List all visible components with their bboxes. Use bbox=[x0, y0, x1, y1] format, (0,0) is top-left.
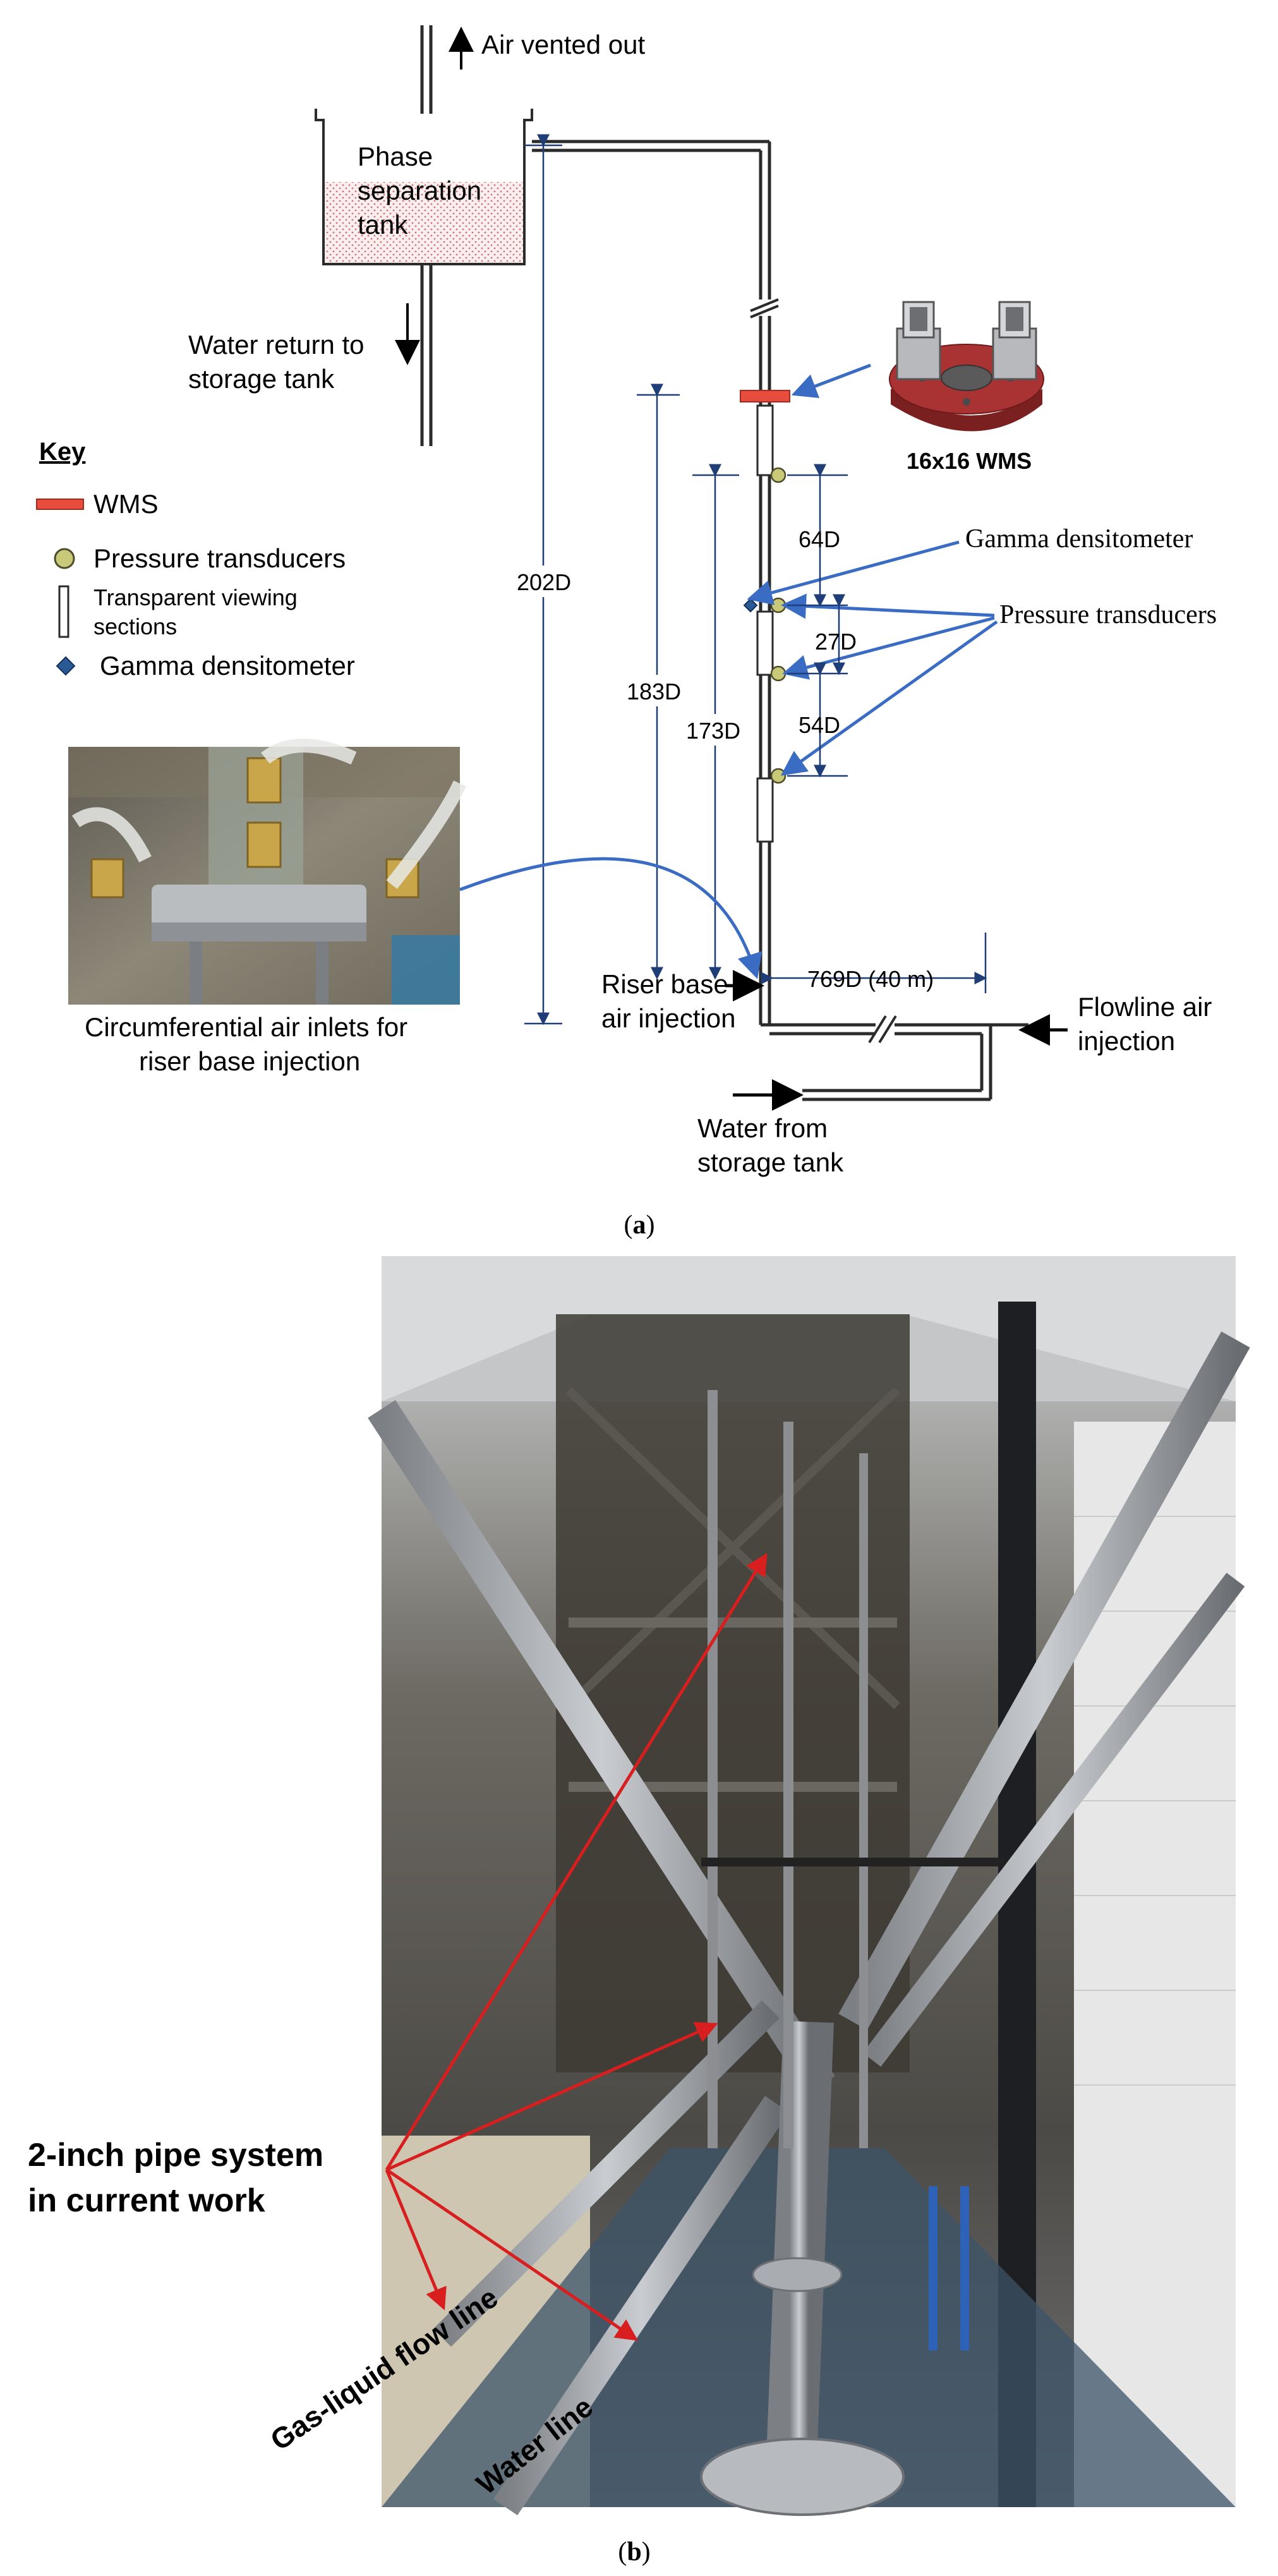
gamma-densitometer-marker bbox=[743, 598, 758, 613]
air-inlets-pointer-arrow bbox=[459, 857, 763, 979]
water-from-label-2: storage tank bbox=[697, 1147, 844, 1177]
caption-a-letter: a bbox=[633, 1211, 646, 1240]
gamma-pointer-arrow bbox=[747, 540, 960, 605]
annotation-arrow-left bbox=[385, 2169, 447, 2311]
tank-label-2: separation bbox=[358, 176, 481, 205]
legend: Key WMS Pressure transducers Transparent… bbox=[36, 438, 355, 680]
riser-injection-label-1: Riser base bbox=[601, 969, 728, 999]
legend-title: Key bbox=[39, 438, 86, 466]
legend-transparent-swatch bbox=[58, 585, 69, 638]
pressure-transducer-1 bbox=[770, 467, 787, 483]
dim-54-label: 54D bbox=[799, 712, 840, 738]
pressure-transducer-2 bbox=[770, 597, 787, 614]
dim-183 bbox=[624, 384, 690, 980]
legend-transparent-label-2: sections bbox=[93, 614, 177, 639]
pipe-system-label-2: in current work bbox=[28, 2182, 265, 2219]
wms-device-illustration bbox=[889, 301, 1044, 432]
dim-202-label: 202D bbox=[517, 569, 571, 595]
air-inlets-photo bbox=[68, 739, 466, 1005]
dim-27-label: 27D bbox=[815, 629, 857, 655]
photo-caption-1: Circumferential air inlets for bbox=[85, 1012, 407, 1042]
flowline-pipe bbox=[761, 1015, 1028, 1101]
water-return-label-1: Water return to bbox=[188, 330, 365, 360]
legend-gamma-label: Gamma densitometer bbox=[100, 651, 355, 680]
diagram-a: Air vented out Phase separation tank Wat… bbox=[36, 25, 1217, 1240]
dim-202 bbox=[514, 134, 575, 1025]
pipe-system-label-1: 2-inch pipe system bbox=[28, 2137, 323, 2174]
dim-173 bbox=[684, 464, 749, 980]
tank-label-1: Phase bbox=[358, 142, 433, 171]
pressure-transducer-4 bbox=[770, 768, 787, 784]
vent-pipe bbox=[420, 25, 433, 114]
photo-caption-2: riser base injection bbox=[139, 1046, 360, 1076]
viewing-section-2 bbox=[756, 610, 774, 676]
wms-marker bbox=[740, 390, 790, 402]
tank-label-3: tank bbox=[358, 210, 408, 239]
legend-gamma-swatch bbox=[56, 656, 76, 676]
water-return-pipe bbox=[420, 264, 433, 446]
air-vented-out-label: Air vented out bbox=[481, 30, 645, 59]
flowline-injection-label-2: injection bbox=[1078, 1026, 1175, 1056]
annotation-arrow-right bbox=[385, 2168, 639, 2341]
pressure-transducer-3 bbox=[770, 665, 787, 682]
water-from-label-1: Water from bbox=[697, 1113, 828, 1143]
caption-a: (a) bbox=[624, 1211, 655, 1240]
annotation-arrow-upper bbox=[385, 1552, 768, 2171]
phase-separation-tank bbox=[315, 109, 533, 265]
legend-transparent-label-1: Transparent viewing bbox=[93, 584, 298, 610]
dim-769 bbox=[761, 933, 987, 993]
tank-outlet-pipe bbox=[532, 140, 769, 152]
caption-b: (b) bbox=[618, 2537, 650, 2567]
riser-injection-label-2: air injection bbox=[601, 1003, 735, 1033]
legend-pressure-swatch bbox=[54, 548, 75, 569]
pressure-arrow-1 bbox=[781, 593, 995, 619]
gamma-densitometer-label: Gamma densitometer bbox=[965, 524, 1193, 553]
dim-173-label: 173D bbox=[686, 718, 740, 744]
dim-64-label: 64D bbox=[799, 526, 840, 552]
wms-caption: 16x16 WMS bbox=[907, 448, 1032, 474]
pressure-transducers-label: Pressure transducers bbox=[999, 600, 1217, 629]
riser-pipe bbox=[750, 142, 779, 1025]
legend-pressure-label: Pressure transducers bbox=[93, 543, 346, 573]
caption-b-letter: b bbox=[627, 2537, 641, 2567]
photo-b: 2-inch pipe system in current work Gas-l… bbox=[28, 1256, 1250, 2567]
dim-769-label: 769D (40 m) bbox=[807, 966, 934, 992]
legend-wms-label: WMS bbox=[93, 489, 159, 519]
dim-54 bbox=[787, 662, 848, 778]
wms-pointer-arrow bbox=[791, 363, 871, 399]
water-return-label-2: storage tank bbox=[188, 364, 335, 394]
viewing-section-3 bbox=[756, 777, 774, 843]
annotation-arrow-mid bbox=[385, 2022, 718, 2172]
viewing-section-1 bbox=[756, 404, 774, 476]
dim-183-label: 183D bbox=[627, 679, 681, 704]
flowline-injection-label-1: Flowline air bbox=[1078, 992, 1212, 1022]
legend-wms-swatch bbox=[36, 499, 84, 510]
